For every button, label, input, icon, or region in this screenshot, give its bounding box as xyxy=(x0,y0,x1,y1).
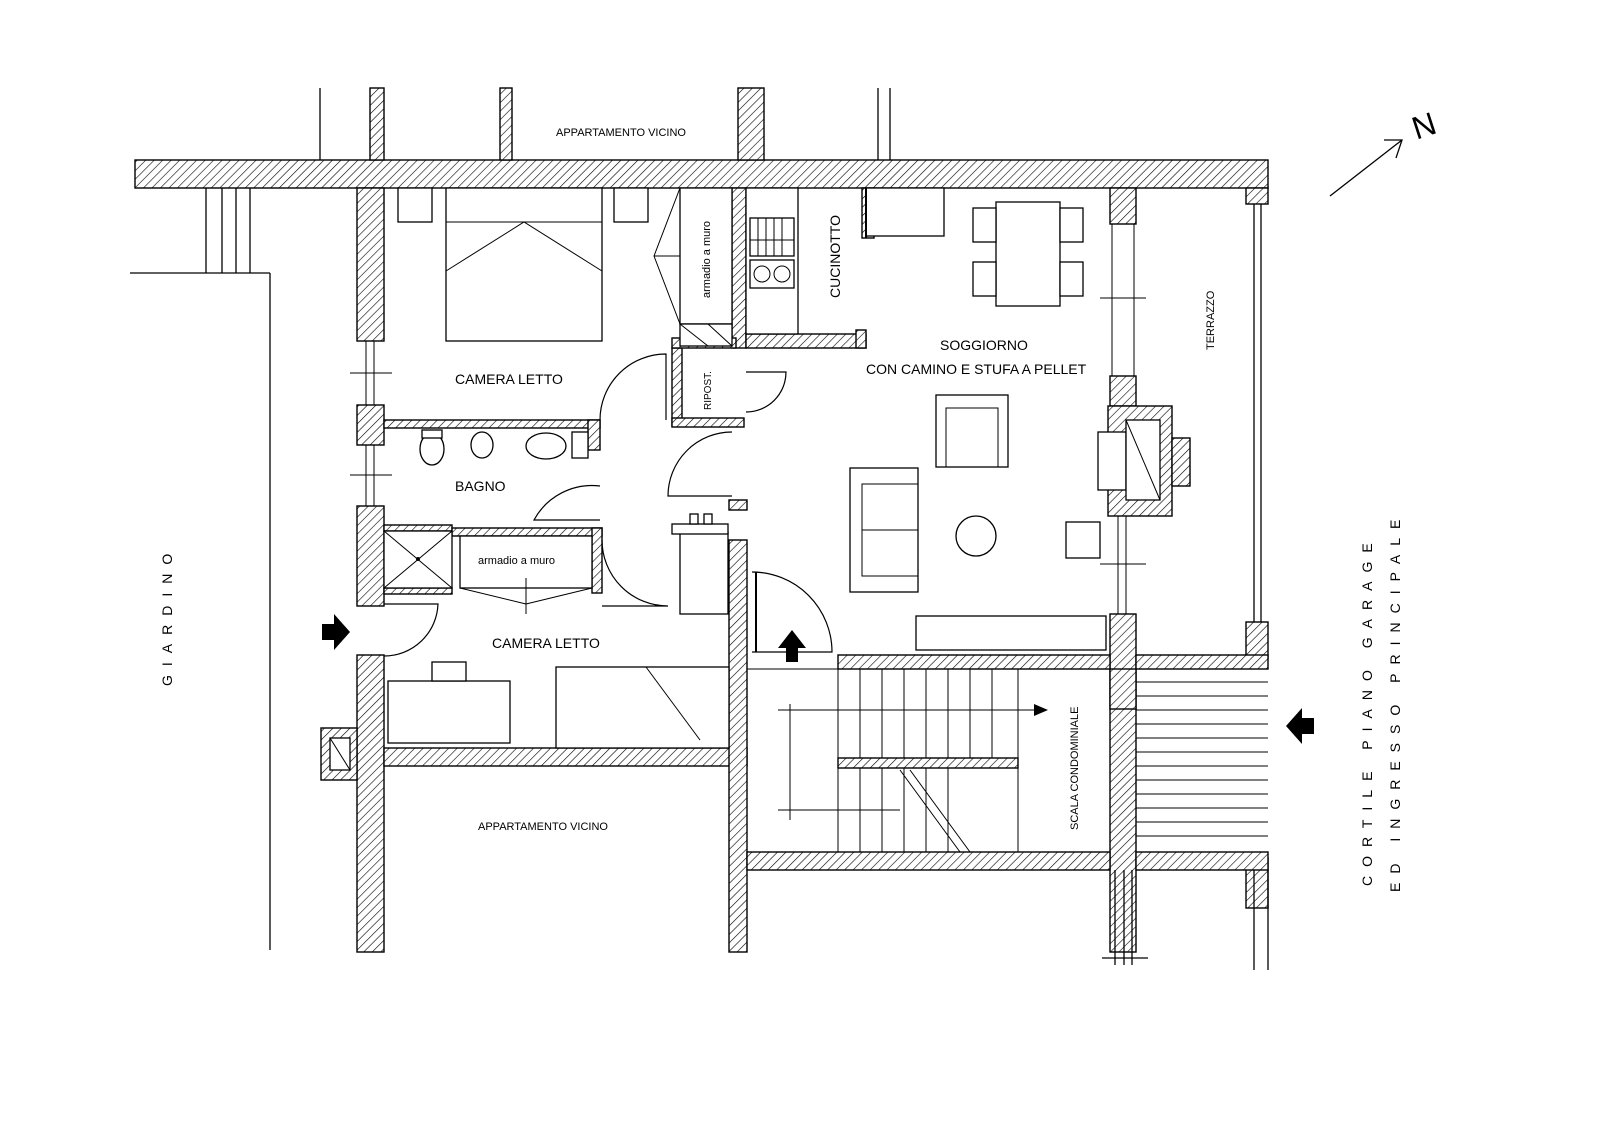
label-neighbor-top: APPARTAMENTO VICINO xyxy=(556,127,686,139)
wall-top xyxy=(134,159,1269,189)
label-kitchenette: CUCINOTTO xyxy=(827,215,843,298)
door-living xyxy=(667,431,733,497)
wall-stub-top-2 xyxy=(499,87,513,161)
nightstand-left xyxy=(397,187,433,223)
bidet xyxy=(470,431,494,459)
north-arrow-icon: N xyxy=(1329,105,1441,197)
wall-stair-bottom-right xyxy=(1135,851,1269,871)
chair-2 xyxy=(972,261,997,297)
master-bedroom xyxy=(397,187,733,347)
stairs xyxy=(747,668,1268,853)
label-terrace: TERRAZZO xyxy=(1205,290,1217,350)
wall-stair-landing xyxy=(837,757,1019,769)
wall-stair-top xyxy=(837,654,1111,670)
sink xyxy=(525,432,567,460)
door-second-bedroom xyxy=(601,539,669,607)
door-master-bedroom xyxy=(599,353,667,421)
wall-ripost-west xyxy=(671,347,683,427)
label-bedroom-second: CAMERA LETTO xyxy=(492,635,600,651)
kitchen-sink xyxy=(749,217,795,257)
label-garden: GIARDINO xyxy=(159,545,175,686)
armchair xyxy=(935,394,1009,468)
wardrobe-base xyxy=(679,323,733,347)
label-living-2: CON CAMINO E STUFA A PELLET xyxy=(866,361,1087,377)
label-wardrobe-master: armadio a muro xyxy=(701,221,713,298)
site-lines xyxy=(130,88,1269,970)
entrance-arrow-icon xyxy=(322,614,350,650)
label-neighbor-bottom: APPARTAMENTO VICINO xyxy=(478,821,608,833)
door-ripost xyxy=(745,371,787,413)
windows xyxy=(350,224,1146,614)
fireplace-hearth xyxy=(1097,431,1127,491)
label-storage: RIPOST. xyxy=(703,371,714,410)
wall-east-upper xyxy=(1109,187,1137,225)
kitchenette xyxy=(745,187,945,335)
door-bathroom xyxy=(532,484,601,521)
wall-bath-bottom xyxy=(383,524,453,532)
second-bedroom xyxy=(387,535,730,749)
wall-kitchen-counter-end xyxy=(745,333,867,349)
wall-bedroom-bath xyxy=(383,419,601,429)
wall-kitchen-stub xyxy=(855,329,867,349)
wall-wardrobe-top xyxy=(451,527,603,537)
wall-terrace-top xyxy=(1245,187,1269,205)
walls xyxy=(134,87,1269,953)
wall-kitchen-west xyxy=(731,187,747,349)
door-entrance xyxy=(751,571,833,653)
chair-3 xyxy=(1059,207,1084,243)
chair-4 xyxy=(1059,261,1084,297)
label-living-1: SOGGIORNO xyxy=(940,337,1028,353)
wall-ripost-bottom xyxy=(671,417,745,428)
wall-west-mid1 xyxy=(356,404,385,446)
double-bed xyxy=(445,187,603,342)
label-bedroom-master: CAMERA LETTO xyxy=(455,371,563,387)
entrance-arrow-icon xyxy=(1286,708,1314,744)
door-garden xyxy=(383,603,439,657)
svg-text:N: N xyxy=(1407,105,1440,146)
entrance-arrow-icon xyxy=(778,630,806,662)
side-table xyxy=(1065,521,1101,559)
wall-stub-top-3 xyxy=(737,87,765,161)
wall-stair-top-right xyxy=(1135,654,1269,670)
wall-stair-bottom xyxy=(746,851,1111,871)
wall-west-lower xyxy=(356,654,385,953)
nightstand-right xyxy=(613,187,649,223)
cooktop xyxy=(749,259,795,289)
bathroom xyxy=(383,429,589,589)
dining-table xyxy=(995,201,1061,307)
kitchen-shelf xyxy=(865,187,945,237)
wall-west-upper xyxy=(356,187,385,342)
label-wardrobe-second: armadio a muro xyxy=(478,555,555,567)
fireplace-ear xyxy=(1171,437,1191,487)
label-courtyard-2: ED INGRESSO PRINCIPALE xyxy=(1387,511,1403,892)
cabinet-corridor xyxy=(679,531,729,615)
wall-east-mid xyxy=(1109,375,1137,407)
wall-south-bedroom xyxy=(383,747,748,767)
single-bed xyxy=(555,666,730,749)
wall-west-mid2 xyxy=(356,505,385,607)
label-courtyard-1: CORTILE PIANO GARAGE xyxy=(1359,534,1375,886)
wall-shower-bottom xyxy=(383,587,453,595)
sideboard xyxy=(915,615,1107,651)
coffee-table xyxy=(955,515,997,557)
living-room xyxy=(671,201,1107,651)
wall-stub-top-1 xyxy=(369,87,385,161)
label-stairs: SCALA CONDOMINIALE xyxy=(1069,707,1081,830)
label-bathroom: BAGNO xyxy=(455,478,506,494)
desk xyxy=(387,680,511,744)
chair-1 xyxy=(972,207,997,243)
doors xyxy=(383,353,833,657)
wall-terrace-bottom xyxy=(1245,621,1269,659)
wall-wardrobe-right xyxy=(591,527,603,594)
desk-chair xyxy=(431,661,467,682)
wall-corridor-east xyxy=(728,539,748,953)
wall-corridor-east-upper xyxy=(728,499,748,511)
wall-bedroom-right-short xyxy=(587,419,601,451)
wall-stair-mid-col xyxy=(1109,668,1137,710)
